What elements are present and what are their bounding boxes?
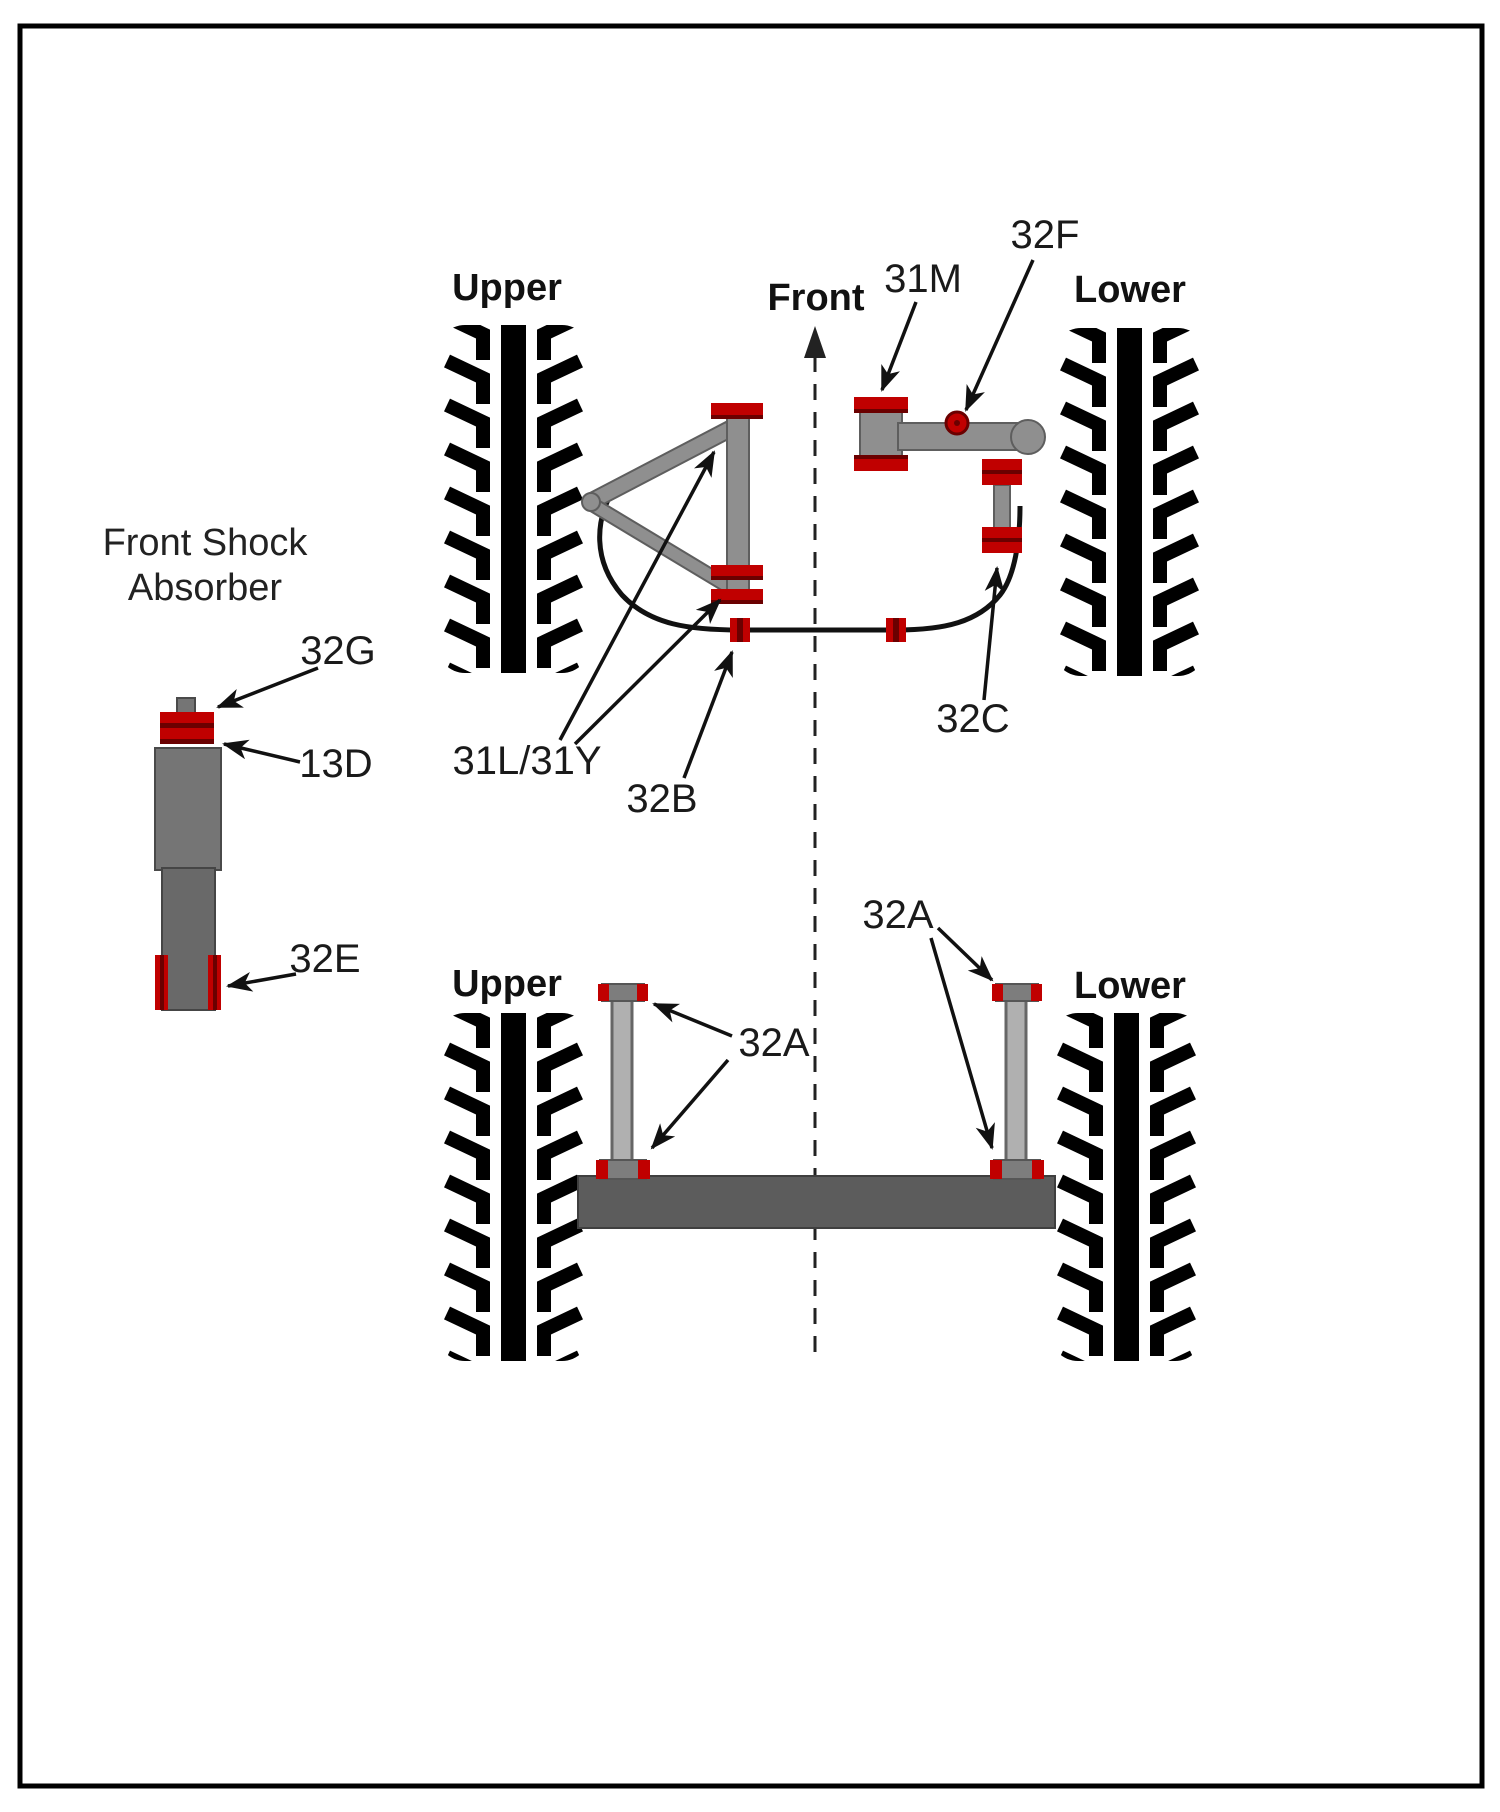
sway-bar-bushing-right <box>886 618 906 642</box>
lower-heading-bottom: Lower <box>1074 965 1186 1007</box>
upper-control-arm <box>581 403 763 604</box>
arrow-13d <box>222 739 301 764</box>
arrow-32a-right-bottom <box>929 937 995 1150</box>
tire-lower-top <box>1063 320 1196 715</box>
shock-absorber: Front Shock Absorber 32G 13D 32E <box>103 522 376 1011</box>
arrow-32e <box>226 971 297 992</box>
lower-heading-top: Lower <box>1074 269 1186 311</box>
arrow-32f <box>964 259 1035 412</box>
mount-bushing-bottom <box>854 459 908 471</box>
mount-bushing-bottom-edge <box>854 455 908 459</box>
link-right-bar <box>1004 996 1028 1172</box>
label-32b: 32B <box>626 777 697 821</box>
link-left <box>596 983 650 1180</box>
front-heading: Front <box>767 277 864 319</box>
bushing-cap-bottom <box>711 589 763 600</box>
arm-beam-top <box>586 420 736 510</box>
end-link-32c <box>982 459 1022 553</box>
label-32a-right: 32A <box>862 893 933 937</box>
bushing-cap-top-edge <box>711 415 763 419</box>
upper-heading-top: Upper <box>452 267 562 309</box>
bushing-cap-bottom-edge <box>711 600 763 604</box>
upper-heading-bottom: Upper <box>452 963 562 1005</box>
label-32a-left: 32A <box>738 1021 809 1065</box>
sway-bar <box>597 490 1023 633</box>
arrow-32a-left-top <box>652 1002 733 1038</box>
label-31l-31y: 31L/31Y <box>452 739 601 783</box>
arrow-31m <box>880 301 918 392</box>
diagram-border <box>17 23 1485 1789</box>
tire-upper-bottom <box>447 1005 580 1400</box>
label-32g: 32G <box>300 629 376 673</box>
label-32e: 32E <box>289 937 360 981</box>
shock-washer-4 <box>160 739 214 744</box>
tire-upper-top <box>447 317 580 712</box>
shock-title-line1: Front Shock <box>103 522 309 564</box>
mount-bushing-top <box>854 397 908 409</box>
shock-upper-body <box>154 747 222 871</box>
shock-lower-body <box>161 867 216 1011</box>
shock-eye-right-line <box>213 955 217 1010</box>
mount-bushing-top-edge <box>854 409 908 413</box>
arrow-32g <box>216 666 319 709</box>
trailing-arm-mount-31m <box>854 397 1046 471</box>
label-13d: 13D <box>299 742 372 786</box>
arm-vertex <box>581 492 601 512</box>
tire-lower-bottom <box>1060 1005 1193 1400</box>
arrow-32b <box>682 650 734 779</box>
axle-bar <box>577 1175 1056 1229</box>
ball-joint-32f-center <box>954 420 960 426</box>
bushing-cap-mid-edge <box>711 576 763 580</box>
sway-bar-bushing-left <box>730 618 750 642</box>
arrow-32a-right-top <box>936 926 994 982</box>
label-31m: 31M <box>884 257 962 301</box>
bushing-cap-top <box>711 403 763 415</box>
arrow-31l-lower <box>573 598 722 746</box>
shock-washer-1 <box>160 712 214 723</box>
arrow-32c <box>982 566 1005 701</box>
arrow-31l-upper <box>558 450 716 741</box>
arm-ball-end <box>1010 419 1046 455</box>
link-right <box>990 983 1044 1180</box>
top-view: Upper Lower Front <box>447 213 1196 1360</box>
shock-title-line2: Absorber <box>128 567 283 609</box>
arrow-32a-left-bottom <box>650 1058 730 1150</box>
bottom-view: Upper Lower 32A 32A <box>447 893 1193 1400</box>
front-arrowhead <box>804 326 826 358</box>
link-left-bar <box>610 996 634 1172</box>
label-32c: 32C <box>936 697 1009 741</box>
bushing-cap-mid <box>711 565 763 576</box>
shock-eye-left-line <box>160 955 164 1010</box>
mount-body <box>859 408 903 462</box>
label-32f: 32F <box>1011 213 1080 257</box>
shock-washer-2 <box>160 723 214 728</box>
shock-washer-3 <box>160 728 214 739</box>
